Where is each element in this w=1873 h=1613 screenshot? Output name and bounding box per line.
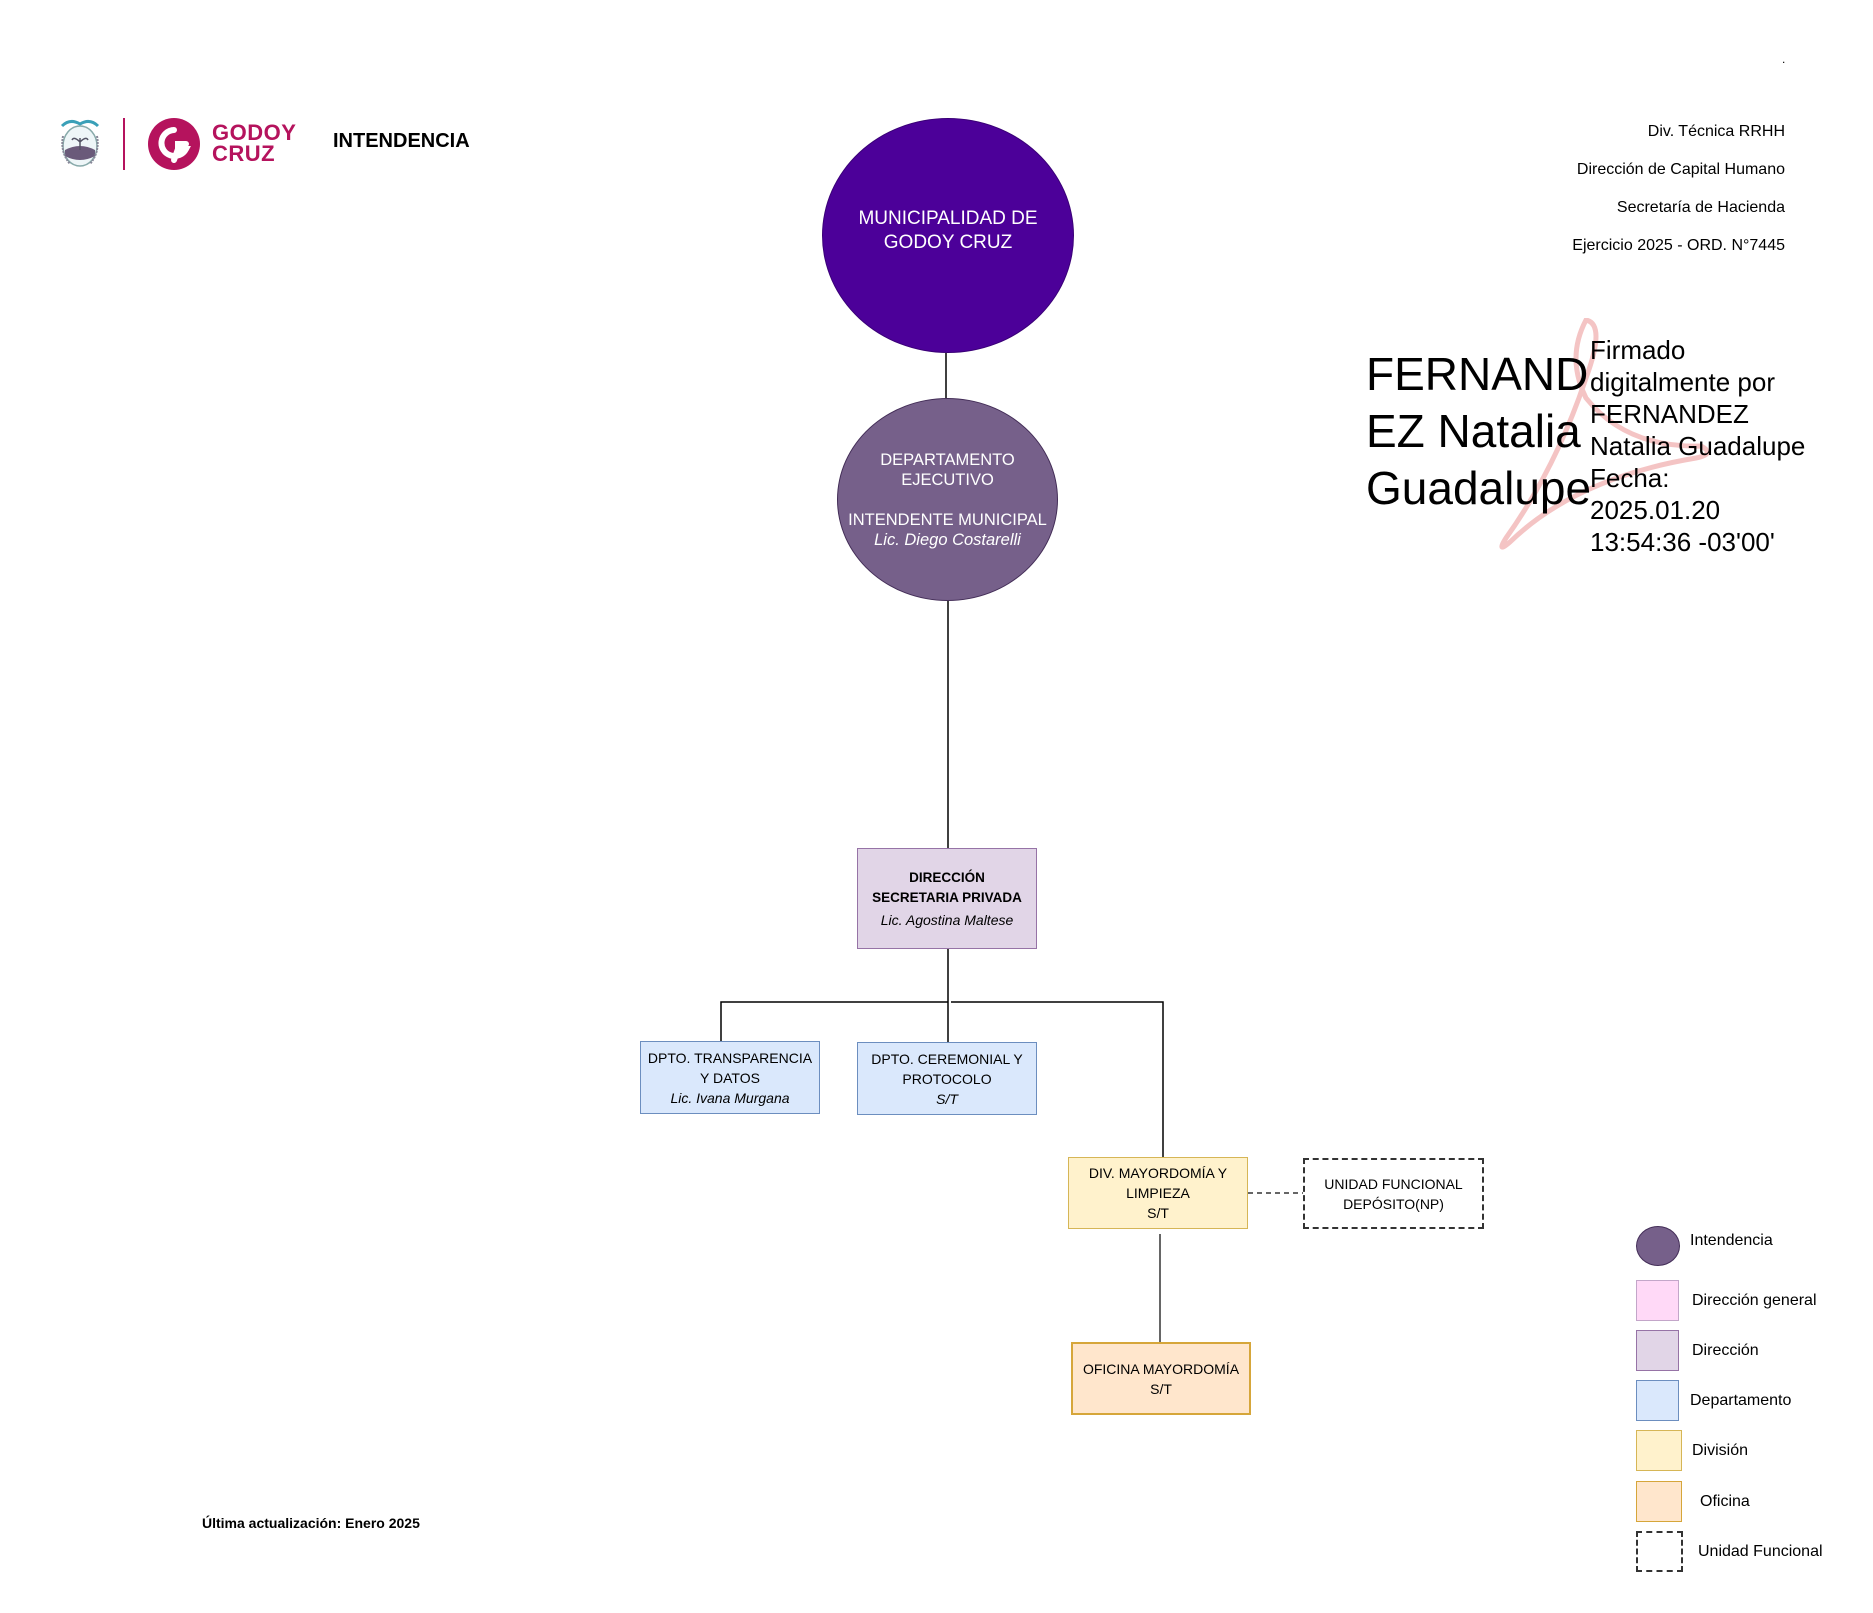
- node-title: DPTO. CEREMONIAL Y: [871, 1050, 1023, 1067]
- info-line-ejercicio: Ejercicio 2025 - ORD. N°7445: [1572, 237, 1785, 254]
- node-person: S/T: [1150, 1380, 1172, 1397]
- signer-name: FERNAND EZ Natalia Guadalupe: [1366, 346, 1591, 517]
- signature-detail-line: Firmado: [1590, 335, 1686, 365]
- node-title: GODOY CRUZ: [883, 231, 1013, 253]
- legend-swatch: [1636, 1280, 1679, 1321]
- logo-separator: [123, 118, 125, 170]
- signature-detail-line: FERNANDEZ: [1590, 399, 1749, 429]
- legend-swatch: [1636, 1380, 1679, 1421]
- node-municipalidad: MUNICIPALIDAD DE GODOY CRUZ: [822, 118, 1074, 353]
- legend-swatch: [1636, 1430, 1682, 1471]
- legend-label: Departamento: [1690, 1392, 1792, 1409]
- node-person: S/T: [1147, 1205, 1169, 1221]
- node-div-mayordomia: DIV. MAYORDOMÍA Y LIMPIEZA S/T: [1068, 1157, 1248, 1229]
- node-title: DIRECCIÓN: [909, 869, 985, 885]
- signature-detail-line: digitalmente por: [1590, 367, 1775, 397]
- node-role: INTENDENTE MUNICIPAL: [848, 510, 1047, 529]
- node-dpto-transparencia: DPTO. TRANSPARENCIA Y DATOS Lic. Ivana M…: [640, 1041, 820, 1114]
- node-oficina-mayordomia: OFICINA MAYORDOMÍA S/T: [1071, 1342, 1251, 1415]
- node-title: DEPÓSITO(NP): [1343, 1195, 1444, 1212]
- signer-name-line: FERNAND: [1366, 348, 1589, 400]
- node-unidad-funcional: UNIDAD FUNCIONAL DEPÓSITO(NP): [1303, 1158, 1484, 1229]
- node-title: MUNICIPALIDAD DE: [858, 207, 1038, 229]
- info-line-division: Div. Técnica RRHH: [1647, 123, 1785, 140]
- last-updated: Última actualización: Enero 2025: [202, 1515, 420, 1531]
- node-title: DIV. MAYORDOMÍA Y: [1088, 1165, 1228, 1181]
- node-person: Lic. Diego Costarelli: [874, 530, 1021, 549]
- connector-branch-right: [951, 1001, 1164, 1157]
- page-title: INTENDENCIA: [333, 130, 470, 152]
- info-line-direccion: Dirección de Capital Humano: [1576, 161, 1785, 178]
- node-title: PROTOCOLO: [902, 1070, 992, 1087]
- node-person: Lic. Agostina Maltese: [880, 911, 1014, 928]
- node-dpto-ceremonial: DPTO. CEREMONIAL Y PROTOCOLO S/T: [857, 1042, 1037, 1115]
- legend-label: Intendencia: [1690, 1232, 1773, 1249]
- node-title: DEPARTAMENTO: [880, 450, 1015, 469]
- node-title: DPTO. TRANSPARENCIA: [647, 1049, 813, 1066]
- node-title: UNIDAD FUNCIONAL: [1324, 1175, 1463, 1192]
- signature-detail-line: 13:54:36 -03'00': [1590, 527, 1775, 557]
- info-line-secretaria: Secretaría de Hacienda: [1616, 199, 1785, 216]
- node-person: S/T: [936, 1090, 958, 1107]
- legend-swatch: [1636, 1531, 1683, 1572]
- signer-name-line: Guadalupe: [1366, 462, 1592, 514]
- node-title: OFICINA MAYORDOMÍA: [1082, 1360, 1240, 1377]
- legend-label: Oficina: [1700, 1493, 1750, 1510]
- node-departamento-ejecutivo: DEPARTAMENTO EJECUTIVO INTENDENTE MUNICI…: [837, 398, 1058, 601]
- legend-label: Unidad Funcional: [1698, 1543, 1823, 1560]
- header-logos: GODOY CRUZ: [56, 114, 476, 174]
- signature-details: Firmado digitalmente por FERNANDEZ Natal…: [1590, 334, 1806, 558]
- top-right-mark: .: [1782, 52, 1786, 66]
- legend-swatch: [1636, 1330, 1679, 1371]
- node-title: EJECUTIVO: [901, 470, 994, 489]
- municipal-seal-icon: [60, 119, 100, 167]
- adobe-signature-watermark-icon: [1499, 318, 1710, 550]
- legend-label: Dirección: [1692, 1342, 1759, 1359]
- node-title: SECRETARIA PRIVADA: [872, 889, 1022, 905]
- brand-name: GODOY CRUZ: [212, 120, 297, 166]
- legend-swatch: [1636, 1481, 1682, 1522]
- legend-label: División: [1692, 1442, 1749, 1459]
- brand-line-1: GODOY: [212, 120, 297, 145]
- node-title: LIMPIEZA: [1126, 1185, 1190, 1201]
- header-info: Div. Técnica RRHH Dirección de Capital H…: [1365, 113, 1785, 265]
- digital-signature: FERNAND EZ Natalia Guadalupe Firmado dig…: [1366, 318, 1806, 558]
- signer-name-line: EZ Natalia: [1366, 405, 1581, 457]
- node-title: Y DATOS: [700, 1069, 760, 1086]
- node-person: Lic. Ivana Murgana: [670, 1089, 790, 1106]
- legend-label: Dirección general: [1692, 1292, 1817, 1309]
- node-direccion-secretaria-privada: DIRECCIÓN SECRETARIA PRIVADA Lic. Agosti…: [857, 848, 1037, 949]
- godoy-cruz-logo-icon: [148, 118, 200, 170]
- brand-line-2: CRUZ: [212, 141, 276, 166]
- connector-branch-left: [720, 1001, 948, 1041]
- legend-swatch: [1636, 1226, 1680, 1266]
- signature-detail-line: Fecha: 2025.01.20: [1590, 463, 1721, 525]
- signature-detail-line: Natalia Guadalupe: [1590, 431, 1806, 461]
